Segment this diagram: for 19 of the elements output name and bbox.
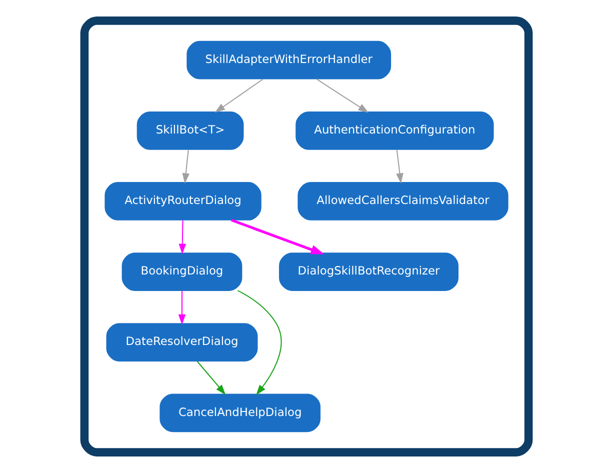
arrow: [196, 361, 226, 395]
node-box: ActivityRouterDialog: [104, 182, 261, 220]
node-box: SkillBot<T>: [136, 111, 244, 150]
node-box: DateResolverDialog: [106, 323, 258, 362]
node-box: DialogSkillBotRecognizer: [278, 252, 458, 291]
arrow: [178, 290, 186, 325]
node-box: CancelAndHelpDialog: [159, 394, 320, 432]
cluster: [80, 16, 532, 456]
arrow: [316, 78, 368, 113]
node-box: SkillAdapterWithErrorHandler: [186, 40, 391, 80]
arrow: [230, 218, 324, 254]
arrow: [182, 150, 189, 184]
node-box: BookingDialog: [121, 252, 242, 291]
arrow: [237, 290, 282, 396]
node-box: AllowedCallersClaimsValidator: [297, 182, 508, 220]
arrow: [178, 220, 186, 254]
node-box: AuthenticationConfiguration: [295, 111, 494, 150]
arrow: [214, 78, 263, 113]
arrow: [396, 150, 403, 184]
